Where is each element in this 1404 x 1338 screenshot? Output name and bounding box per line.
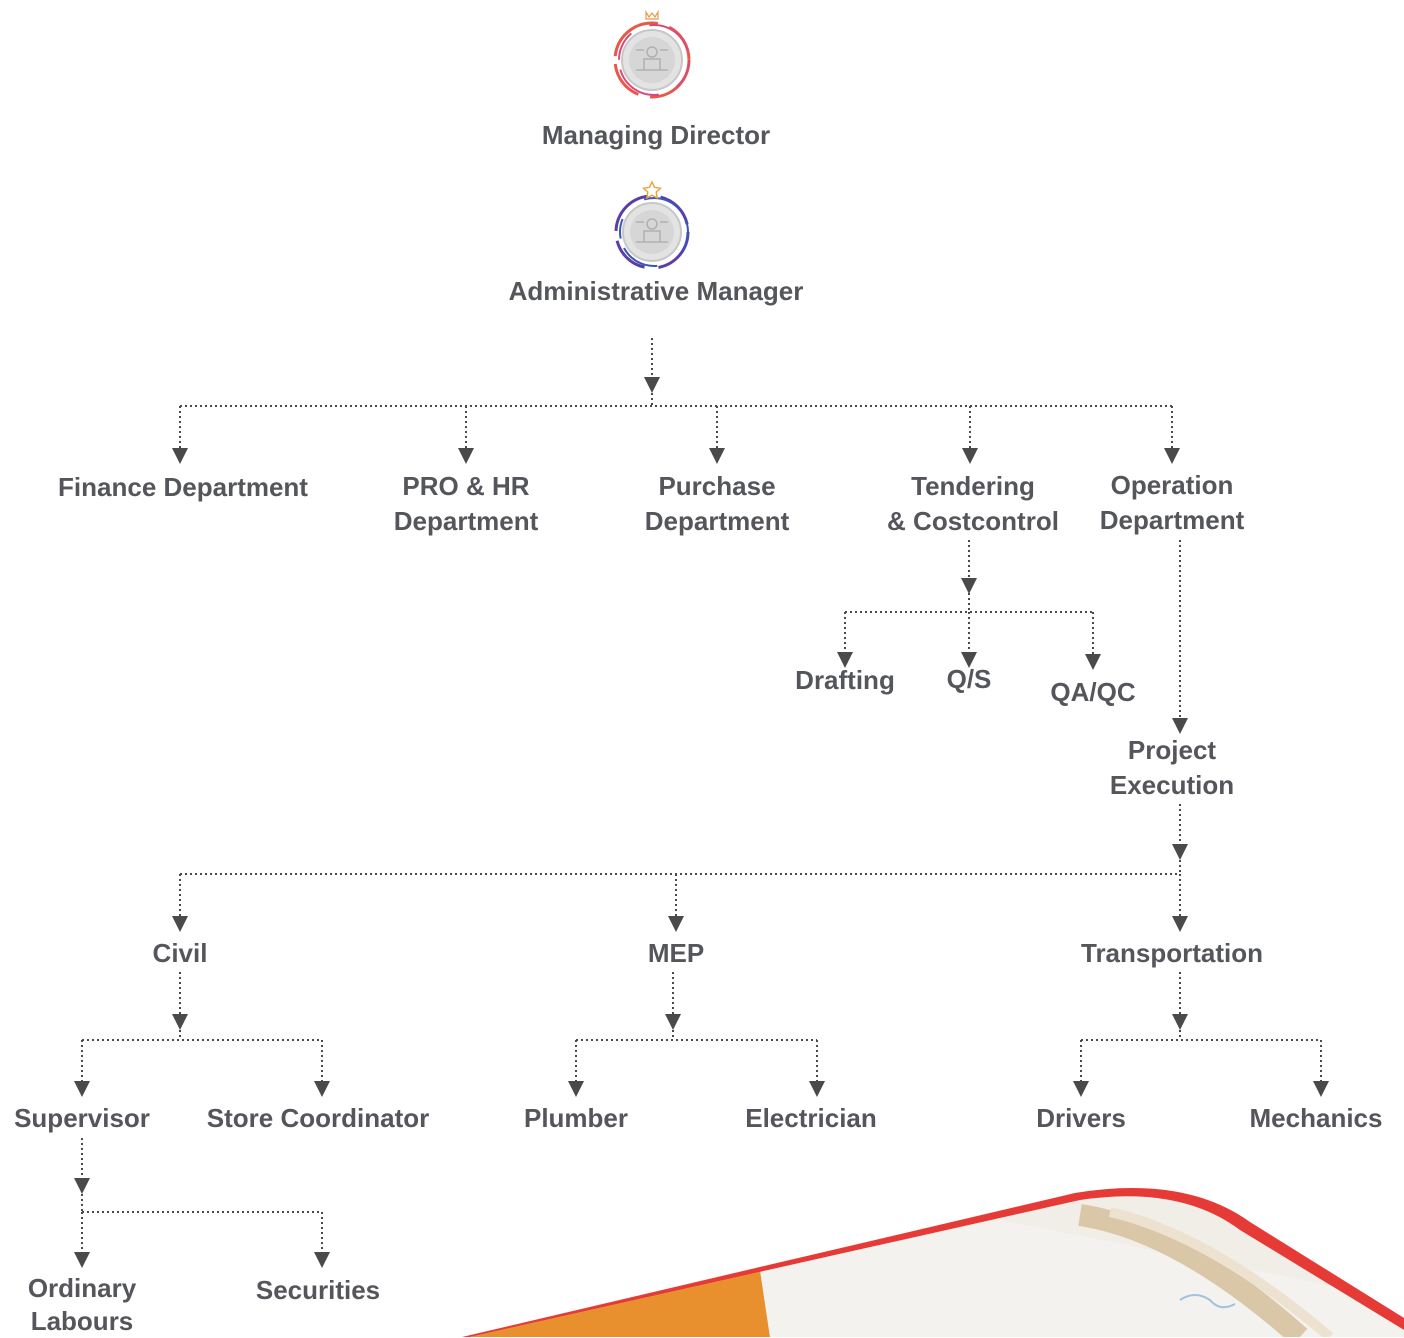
arrowhead <box>837 652 853 668</box>
drivers: Drivers <box>1036 1103 1126 1133</box>
arrowhead <box>1172 916 1188 932</box>
mechanics: Mechanics <box>1249 1103 1383 1133</box>
arrowhead <box>709 448 725 464</box>
arrowhead <box>961 652 977 668</box>
arrowhead <box>172 448 188 464</box>
electrician: Electrician <box>745 1103 877 1133</box>
arrowhead <box>568 1081 584 1097</box>
arrowhead <box>1085 654 1101 670</box>
arrowhead <box>1172 1014 1188 1030</box>
store-coordinator: Store Coordinator <box>206 1103 430 1133</box>
administrative-manager-avatar-icon <box>614 180 690 270</box>
arrowhead <box>962 448 978 464</box>
plumber: Plumber <box>523 1103 629 1133</box>
administrative-manager-label: Administrative Manager <box>508 276 804 306</box>
managing-director-label: Managing Director <box>541 120 771 150</box>
arrowhead <box>668 916 684 932</box>
arrowhead <box>314 1081 330 1097</box>
arrowhead <box>314 1252 330 1268</box>
arrowhead <box>1313 1081 1329 1097</box>
arrowhead <box>74 1178 90 1194</box>
tendering-costcontrol: Tendering& Costcontrol <box>887 471 1059 536</box>
managing-director-avatar-icon <box>613 9 691 99</box>
transportation-division: Transportation <box>1080 938 1264 968</box>
civil-division: Civil <box>152 938 208 968</box>
arrowhead <box>1172 844 1188 860</box>
arrowhead <box>1073 1081 1089 1097</box>
qa-qc: QA/QC <box>1050 677 1136 707</box>
arrowhead <box>74 1252 90 1268</box>
mep-division: MEP <box>647 938 705 968</box>
finance-department: Finance Department <box>58 472 308 502</box>
arrowhead <box>961 578 977 594</box>
qs: Q/S <box>946 664 992 694</box>
arrowhead <box>665 1014 681 1030</box>
arrowhead <box>644 377 660 393</box>
securities: Securities <box>255 1275 381 1305</box>
arrowhead <box>1164 448 1180 464</box>
arrowhead <box>74 1081 90 1097</box>
arrowhead <box>809 1081 825 1097</box>
supervisor: Supervisor <box>14 1103 150 1133</box>
arrowhead <box>172 1014 188 1030</box>
arrowhead <box>1172 718 1188 734</box>
drafting: Drafting <box>795 665 895 695</box>
arrowhead <box>172 916 188 932</box>
arrowhead <box>458 448 474 464</box>
